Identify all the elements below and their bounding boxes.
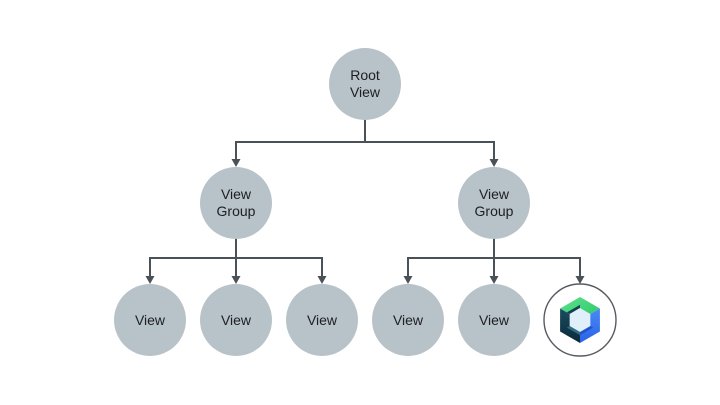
arrow-down-icon — [145, 276, 155, 284]
arrow-down-icon — [489, 276, 499, 284]
arrow-down-icon — [317, 276, 327, 284]
arrow-down-icon — [231, 159, 241, 167]
arrow-down-icon — [489, 159, 499, 167]
node-view1-circle — [114, 284, 186, 356]
node-view4-circle — [372, 284, 444, 356]
arrow-down-icons — [145, 159, 585, 284]
node-root-circle — [329, 48, 401, 120]
jetpack-compose-icon — [560, 297, 600, 343]
connector-rightgroup-to-views — [407, 238, 581, 278]
compose-inner-wall-se — [580, 325, 594, 336]
connector-leftgroup-to-views — [149, 238, 323, 278]
compose-inner-wall-nw — [566, 304, 580, 315]
connector-root-to-groups — [235, 119, 495, 161]
node-view2-circle — [200, 284, 272, 356]
node-viewgroup-right-circle — [458, 167, 530, 239]
arrow-down-icon — [231, 276, 241, 284]
arrow-down-icon — [575, 276, 585, 284]
arrow-down-icon — [403, 276, 413, 284]
compose-inner-hexagon — [569, 308, 591, 332]
compose-inner-wall-sw — [566, 325, 580, 336]
node-view5-circle — [458, 284, 530, 356]
node-view3-circle — [286, 284, 358, 356]
node-viewgroup-left-circle — [200, 167, 272, 239]
